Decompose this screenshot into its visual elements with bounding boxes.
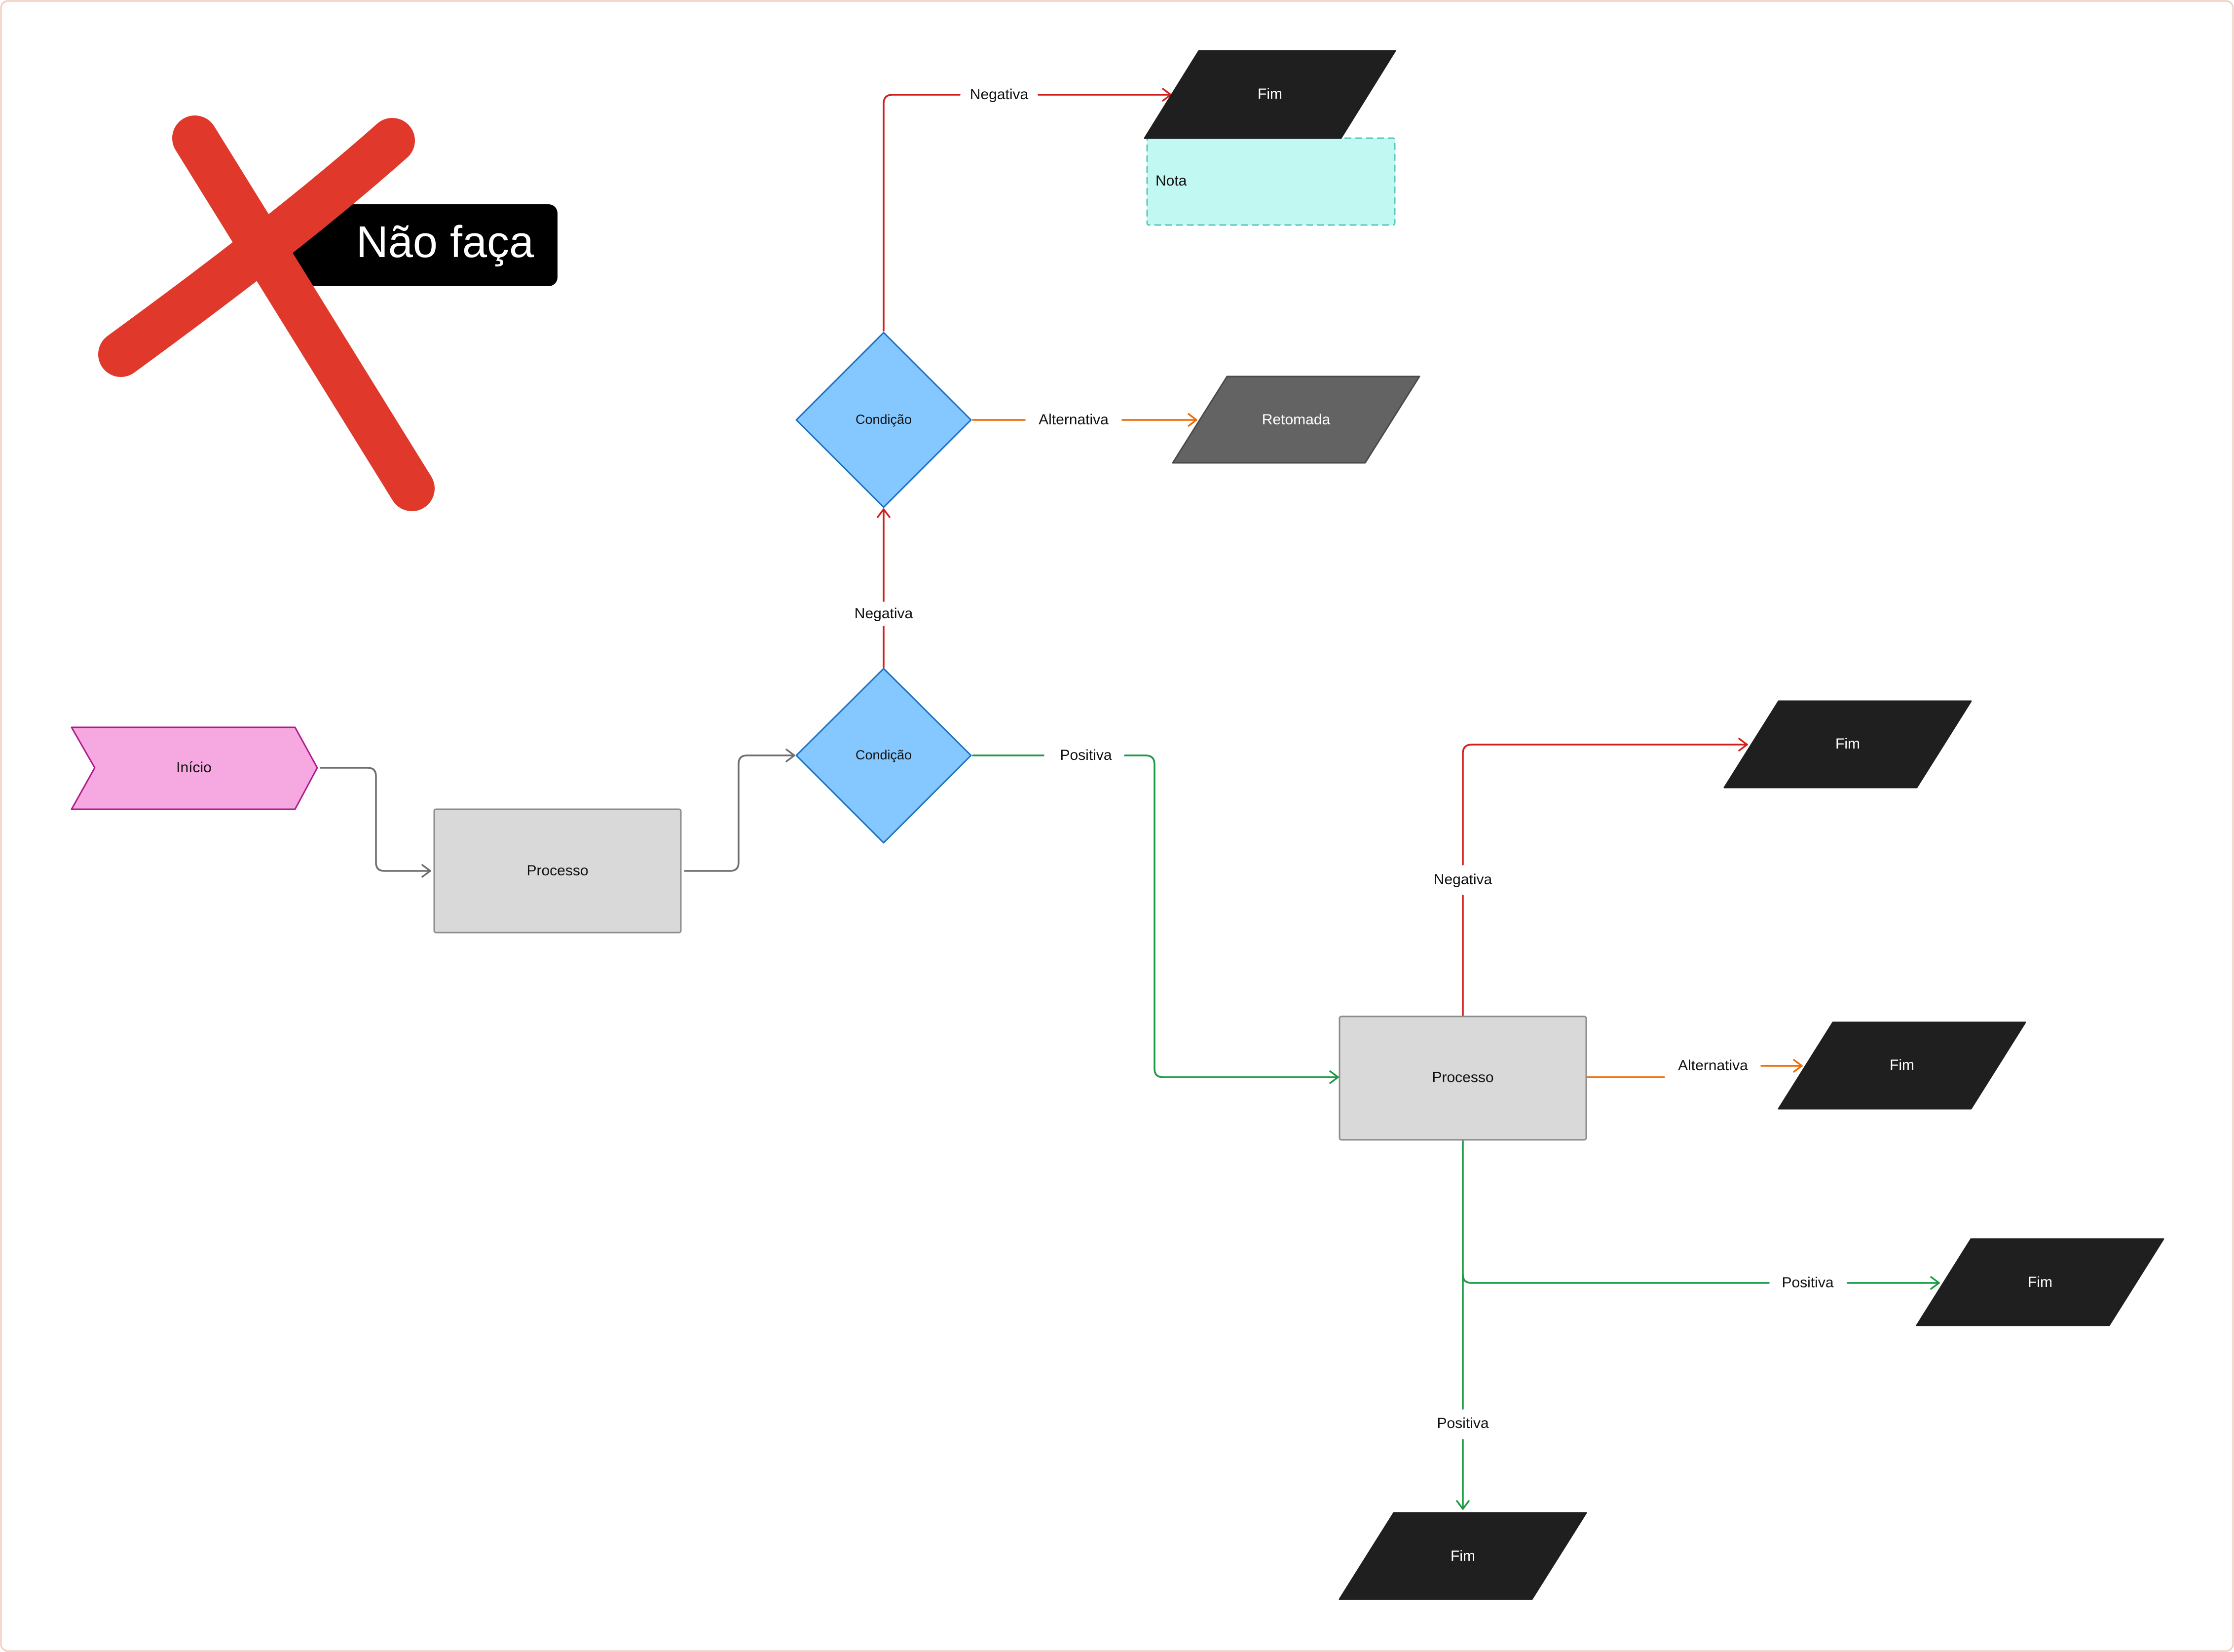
start-node[interactable]: Início: [71, 726, 318, 810]
end-node-positive-bottom[interactable]: Fim: [1339, 1512, 1587, 1600]
banner-background: [276, 204, 558, 286]
edge-decision1-positive: [972, 754, 1339, 1078]
process-label: Processo: [1432, 1069, 1493, 1086]
resume-node[interactable]: Retomada: [1172, 375, 1420, 464]
end-label: Fim: [2028, 1274, 2052, 1290]
end-label: Fim: [1835, 736, 1860, 752]
end-label: Fim: [1258, 86, 1282, 102]
end-shape: [1916, 1238, 2164, 1326]
process-shape: [1339, 1015, 1587, 1141]
decision-node-2[interactable]: Condição: [795, 332, 972, 508]
end-node-positive-right[interactable]: Fim: [1916, 1238, 2164, 1326]
arrowhead-icon: [421, 864, 431, 878]
end-shape: [1339, 1512, 1587, 1600]
end-shape: [1778, 1021, 2026, 1110]
end-label: Fim: [1890, 1057, 1914, 1073]
edge-process2-negative: [1462, 744, 1748, 1016]
process-shape: [433, 808, 682, 934]
edge-label-d1-negative: Negativa: [855, 605, 913, 622]
arrowhead-icon: [1793, 1059, 1803, 1073]
decision-shape: [795, 668, 972, 844]
process-node-1[interactable]: Processo: [433, 808, 682, 934]
note-node[interactable]: Nota: [1146, 137, 1396, 226]
end-label: Fim: [1451, 1548, 1475, 1564]
start-shape: [71, 726, 318, 810]
edge-label-p2-alternative: Alternativa: [1678, 1057, 1748, 1074]
arrowhead-icon: [1188, 413, 1197, 427]
dont-do-banner: Não faça: [98, 115, 558, 511]
red-cross-icon: [98, 115, 435, 511]
edge-start-to-process: [320, 767, 431, 872]
decision-label: Condição: [856, 412, 912, 427]
start-label: Início: [176, 759, 212, 776]
edge-decision2-negative: [883, 94, 1172, 332]
arrowhead-icon: [1930, 1276, 1940, 1290]
arrowhead-icon: [877, 508, 891, 518]
decision-label: Condição: [856, 748, 912, 762]
note-label: Nota: [1155, 173, 1187, 189]
end-shape: [1144, 50, 1396, 139]
resume-label: Retomada: [1262, 412, 1331, 428]
arrowhead-icon: [785, 749, 795, 762]
edge-process2-alternative: [1586, 1065, 1803, 1078]
edge-label-p2-positive-down: Positiva: [1437, 1415, 1489, 1431]
end-node-alternative[interactable]: Fim: [1778, 1021, 2026, 1110]
edge-label-d2-negative: Negativa: [970, 86, 1029, 103]
decision-shape: [795, 332, 972, 508]
arrowhead-icon: [1738, 738, 1748, 751]
end-shape: [1723, 700, 1972, 788]
process-label: Processo: [526, 863, 588, 879]
edge-label-d1-positive: Positiva: [1060, 747, 1112, 763]
edge-label-d2-alternative: Alternativa: [1039, 412, 1109, 428]
end-node-top[interactable]: Fim: [1144, 50, 1396, 139]
arrowhead-icon: [1456, 1500, 1470, 1510]
edge-process-to-decision: [684, 754, 795, 872]
arrowhead-icon: [1329, 1070, 1339, 1084]
resume-shape: [1172, 375, 1420, 464]
process-node-2[interactable]: Processo: [1339, 1015, 1587, 1141]
end-node-negative[interactable]: Fim: [1723, 700, 1972, 788]
decision-node-1[interactable]: Condição: [795, 668, 972, 844]
banner-text: Não faça: [356, 218, 534, 267]
edge-label-p2-positive-right: Positiva: [1782, 1275, 1833, 1291]
edge-label-p2-negative: Negativa: [1434, 871, 1492, 888]
